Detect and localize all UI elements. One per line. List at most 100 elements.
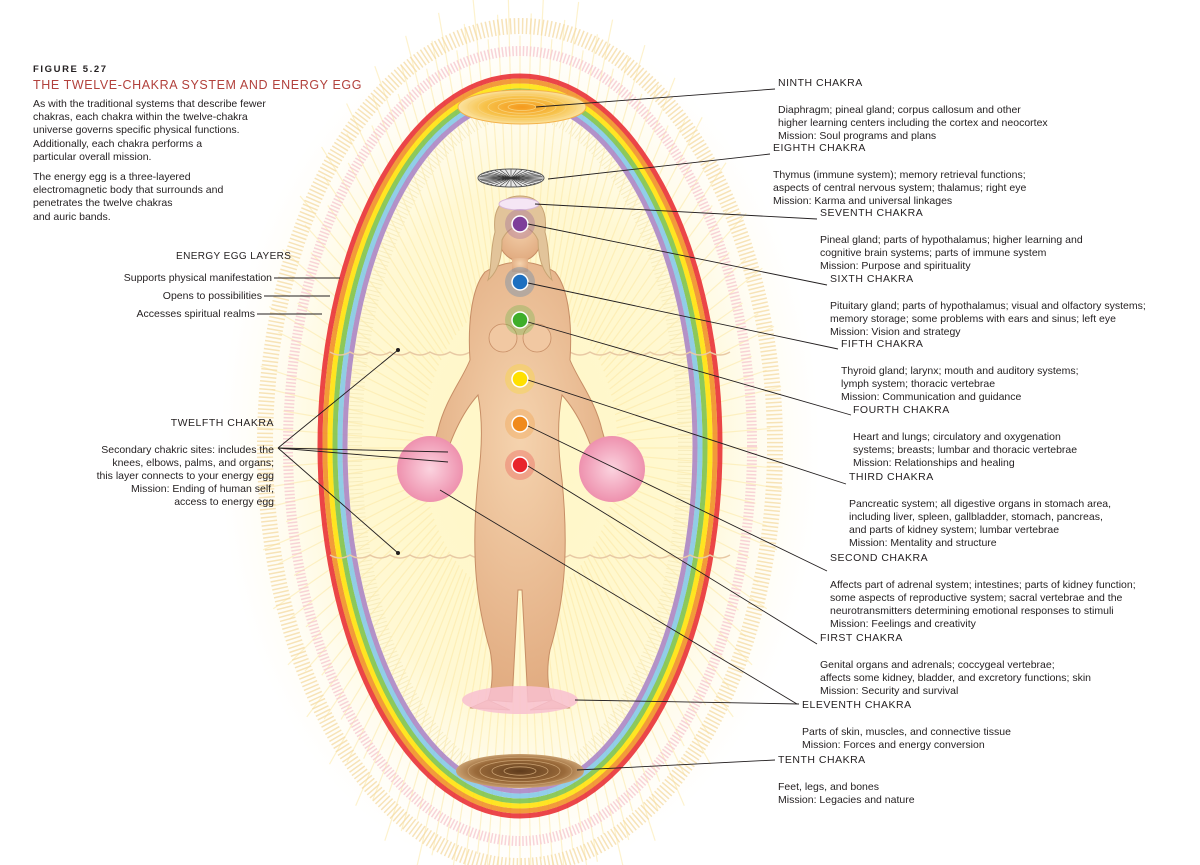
light-ray — [561, 582, 630, 841]
rainbow-band — [322, 78, 718, 814]
eleventh-chakra-disc — [462, 686, 578, 714]
eighth-chakra-spoke — [510, 177, 539, 183]
leader-line — [277, 447, 449, 463]
breast-right — [522, 323, 552, 353]
light-ray — [595, 162, 727, 355]
eighth-chakra-spoke — [510, 177, 517, 187]
chakra-label-fifth: FIFTH CHAKRA Thyroid gland; larynx; mout… — [841, 325, 1079, 417]
light-ray — [586, 117, 703, 340]
light-ray — [589, 551, 711, 765]
ninth-chakra-ring — [497, 100, 547, 114]
chakra-description: Thyroid gland; larynx; mouth and auditor… — [841, 364, 1079, 404]
light-ray — [340, 546, 448, 720]
light-ray — [278, 487, 427, 565]
leader-line — [547, 153, 771, 180]
chakra-description: Heart and lungs; circulatory and oxygena… — [853, 430, 1078, 470]
light-ray — [445, 590, 491, 841]
light-ray — [405, 35, 479, 314]
light-ray — [388, 572, 467, 793]
chakra-description: Pineal gland; parts of hypothalamus; hig… — [820, 233, 1083, 273]
tenth-chakra-ring — [479, 760, 561, 783]
chakra-label-second: SECOND CHAKRA Affects part of adrenal sy… — [830, 539, 1136, 645]
leader-line — [527, 223, 828, 286]
light-ray — [583, 560, 686, 776]
chakra-label-fourth: FOURTH CHAKRA Heart and lungs; circulato… — [853, 391, 1077, 483]
eighth-chakra-spoke — [505, 169, 512, 179]
rainbow-band — [327, 83, 713, 809]
breast-left — [488, 323, 518, 353]
tenth-chakra-ring — [467, 756, 573, 786]
energy-egg — [257, 18, 783, 865]
figure-title: THE TWELVE-CHAKRA SYSTEM AND ENERGY EGG — [33, 78, 363, 92]
light-ray — [371, 125, 460, 331]
fourth-chakra-dot — [511, 311, 529, 329]
chakra-description: Secondary chakric sites: includes the kn… — [96, 443, 274, 509]
light-ray — [416, 585, 483, 865]
tenth-chakra-ring — [503, 766, 537, 776]
eighth-chakra-spoke — [499, 177, 512, 187]
chakra-label-sixth: SIXTH CHAKRA Pituitary gland; parts of h… — [830, 260, 1146, 352]
egg-layers-heading: ENERGY EGG LAYERS — [176, 251, 292, 262]
seventh-chakra-crown — [498, 197, 540, 211]
chakra-label-tenth: TENTH CHAKRA Feet, legs, and bones Missi… — [778, 741, 915, 820]
light-ray — [346, 133, 454, 340]
light-ray — [614, 355, 752, 416]
hair — [486, 195, 554, 282]
chakra-title: NINTH CHAKRA — [778, 77, 863, 90]
sixth-chakra-dot — [511, 215, 529, 233]
ninth-chakra-ring — [467, 92, 577, 122]
light-ray — [452, 592, 495, 865]
light-ray — [569, 576, 656, 841]
chakra-title: TWELFTH CHAKRA — [170, 417, 274, 430]
eighth-chakra-spoke — [510, 177, 523, 187]
neck — [512, 258, 528, 272]
light-ray — [282, 454, 423, 468]
light-ray — [293, 493, 428, 576]
middle-egg-layer — [283, 46, 757, 846]
light-ray — [372, 569, 464, 801]
light-ray — [431, 40, 487, 308]
eighth-chakra-spoke — [490, 177, 512, 185]
light-ray — [372, 95, 464, 327]
light-ray — [347, 162, 451, 345]
light-ray — [545, 592, 588, 865]
light-ray — [400, 64, 475, 317]
chakra-title: SIXTH CHAKRA — [830, 273, 914, 286]
eighth-chakra-spoke — [510, 169, 523, 179]
egg-layer-label: Accesses spiritual realms — [136, 308, 255, 320]
chakra-label-ninth: NINTH CHAKRA Diaphragm; pineal gland; co… — [778, 64, 1048, 156]
tenth-chakra-ring — [491, 763, 549, 779]
leader-line — [527, 425, 828, 572]
eighth-chakra-spoke — [510, 177, 528, 186]
egg-layer-label: Opens to possibilities — [162, 290, 262, 302]
light-ray — [573, 84, 659, 324]
chakra-title: FOURTH CHAKRA — [853, 404, 950, 417]
light-ray — [607, 258, 747, 384]
light-ray — [374, 65, 467, 324]
chakra-title: FIFTH CHAKRA — [841, 338, 924, 351]
light-ray — [297, 302, 430, 396]
eighth-chakra-spoke — [486, 172, 512, 179]
light-ray — [437, 12, 491, 306]
light-ray — [573, 572, 659, 812]
light-ray — [549, 34, 599, 306]
light-ray — [580, 125, 669, 331]
chakra-label-third: THIRD CHAKRA Pancreatic system; all dige… — [849, 458, 1111, 564]
outer-egg-layer — [257, 18, 783, 865]
tenth-chakra-disc — [456, 754, 584, 788]
chakra-title: FIRST CHAKRA — [820, 632, 903, 645]
eighth-chakra-spoke — [494, 170, 512, 179]
second-chakra-dot — [511, 415, 529, 433]
light-ray — [306, 535, 442, 718]
light-ray — [605, 252, 730, 378]
chakra-description: Genital organs and adrenals; coccygeal v… — [820, 658, 1092, 698]
chakra-label-eighth: EIGHTH CHAKRA Thymus (immune system); me… — [773, 129, 1026, 221]
eighth-chakra-spoke — [510, 169, 517, 179]
light-ray — [289, 506, 431, 620]
light-ray — [346, 556, 454, 763]
third-chakra-dot — [511, 370, 529, 388]
light-ray — [553, 588, 605, 835]
eighth-chakra-spoke — [510, 176, 543, 179]
light-ray — [557, 585, 624, 865]
